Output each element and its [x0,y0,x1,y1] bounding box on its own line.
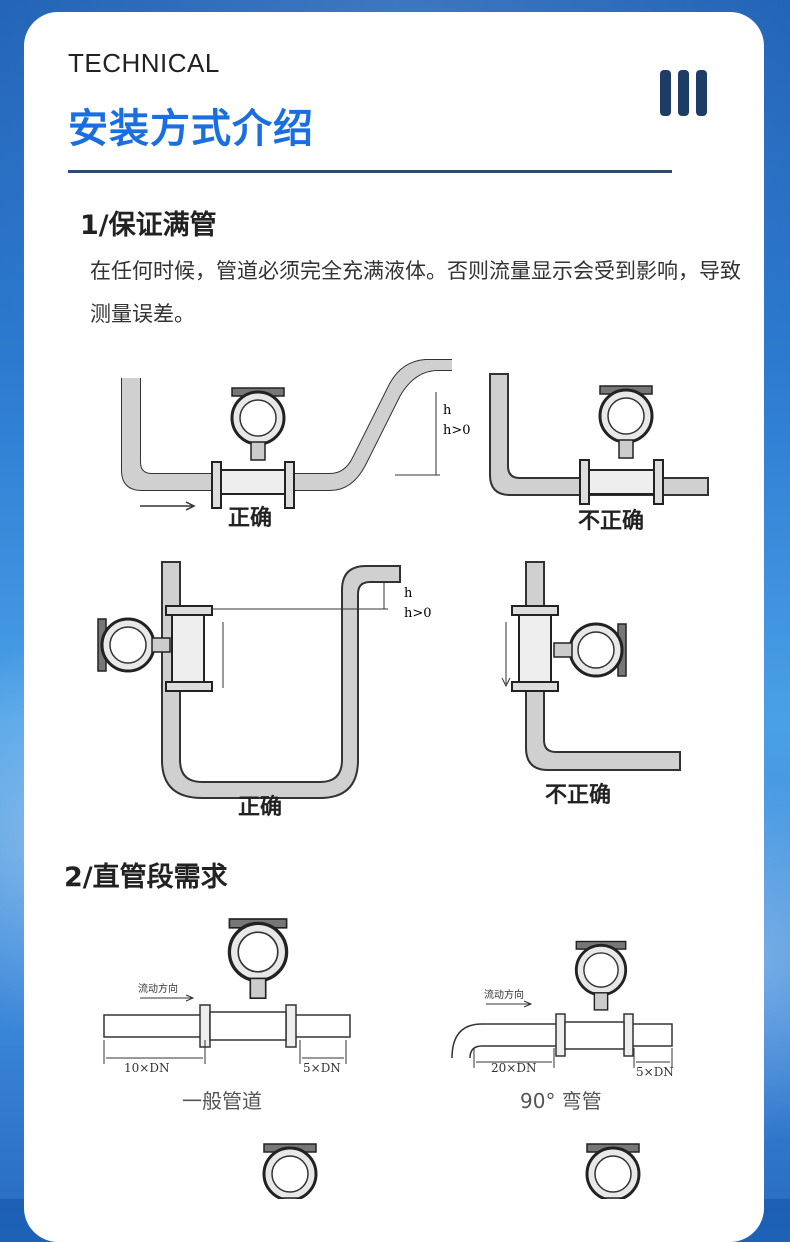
h-label-2: h [404,586,413,601]
section2-heading: 2/直管段需求 [64,862,228,893]
upstream-length-label-2: 20×DN [491,1061,536,1075]
caption-incorrect-1: 不正确 [578,508,644,534]
diagram-incorrect-1 [489,373,709,496]
flow-direction-label-2: 流动方向 [484,988,524,1001]
title-divider [68,170,672,173]
downstream-length-label-1: 5×DN [303,1061,341,1075]
upstream-length-label-1: 10×DN [124,1061,169,1075]
caption-general-pipe: 一般管道 [182,1089,262,1113]
section1-paragraph: 在任何时候，管道必须完全充满液体。否则流量显示会受到影响，导致测量误差。 [90,259,741,326]
diagram-correct-2 [161,561,401,799]
flow-direction-label-1: 流动方向 [138,982,178,995]
installation-diagrams: h h>0 正确 不正确 h h>0 正确 不正确 流动方向 10×DN 5×D… [96,359,709,1199]
section-kicker: TECHNICAL [68,48,220,78]
page-title: 安装方式介绍 [68,106,314,152]
h-condition-label-2: h>0 [404,606,432,621]
caption-correct-2: 正确 [238,794,282,820]
diagram-incorrect-2 [525,561,681,771]
diagram-correct-1 [121,359,452,511]
caption-correct-1: 正确 [228,505,272,531]
caption-elbow-pipe: 90° 弯管 [520,1089,602,1113]
roman-numeral-three-icon [660,70,707,116]
h-label: h [443,403,452,418]
downstream-length-label-2: 5×DN [636,1065,674,1079]
section1-heading: 1/保证满管 [80,210,217,241]
h-condition-label: h>0 [443,423,471,438]
caption-incorrect-2: 不正确 [545,782,611,808]
